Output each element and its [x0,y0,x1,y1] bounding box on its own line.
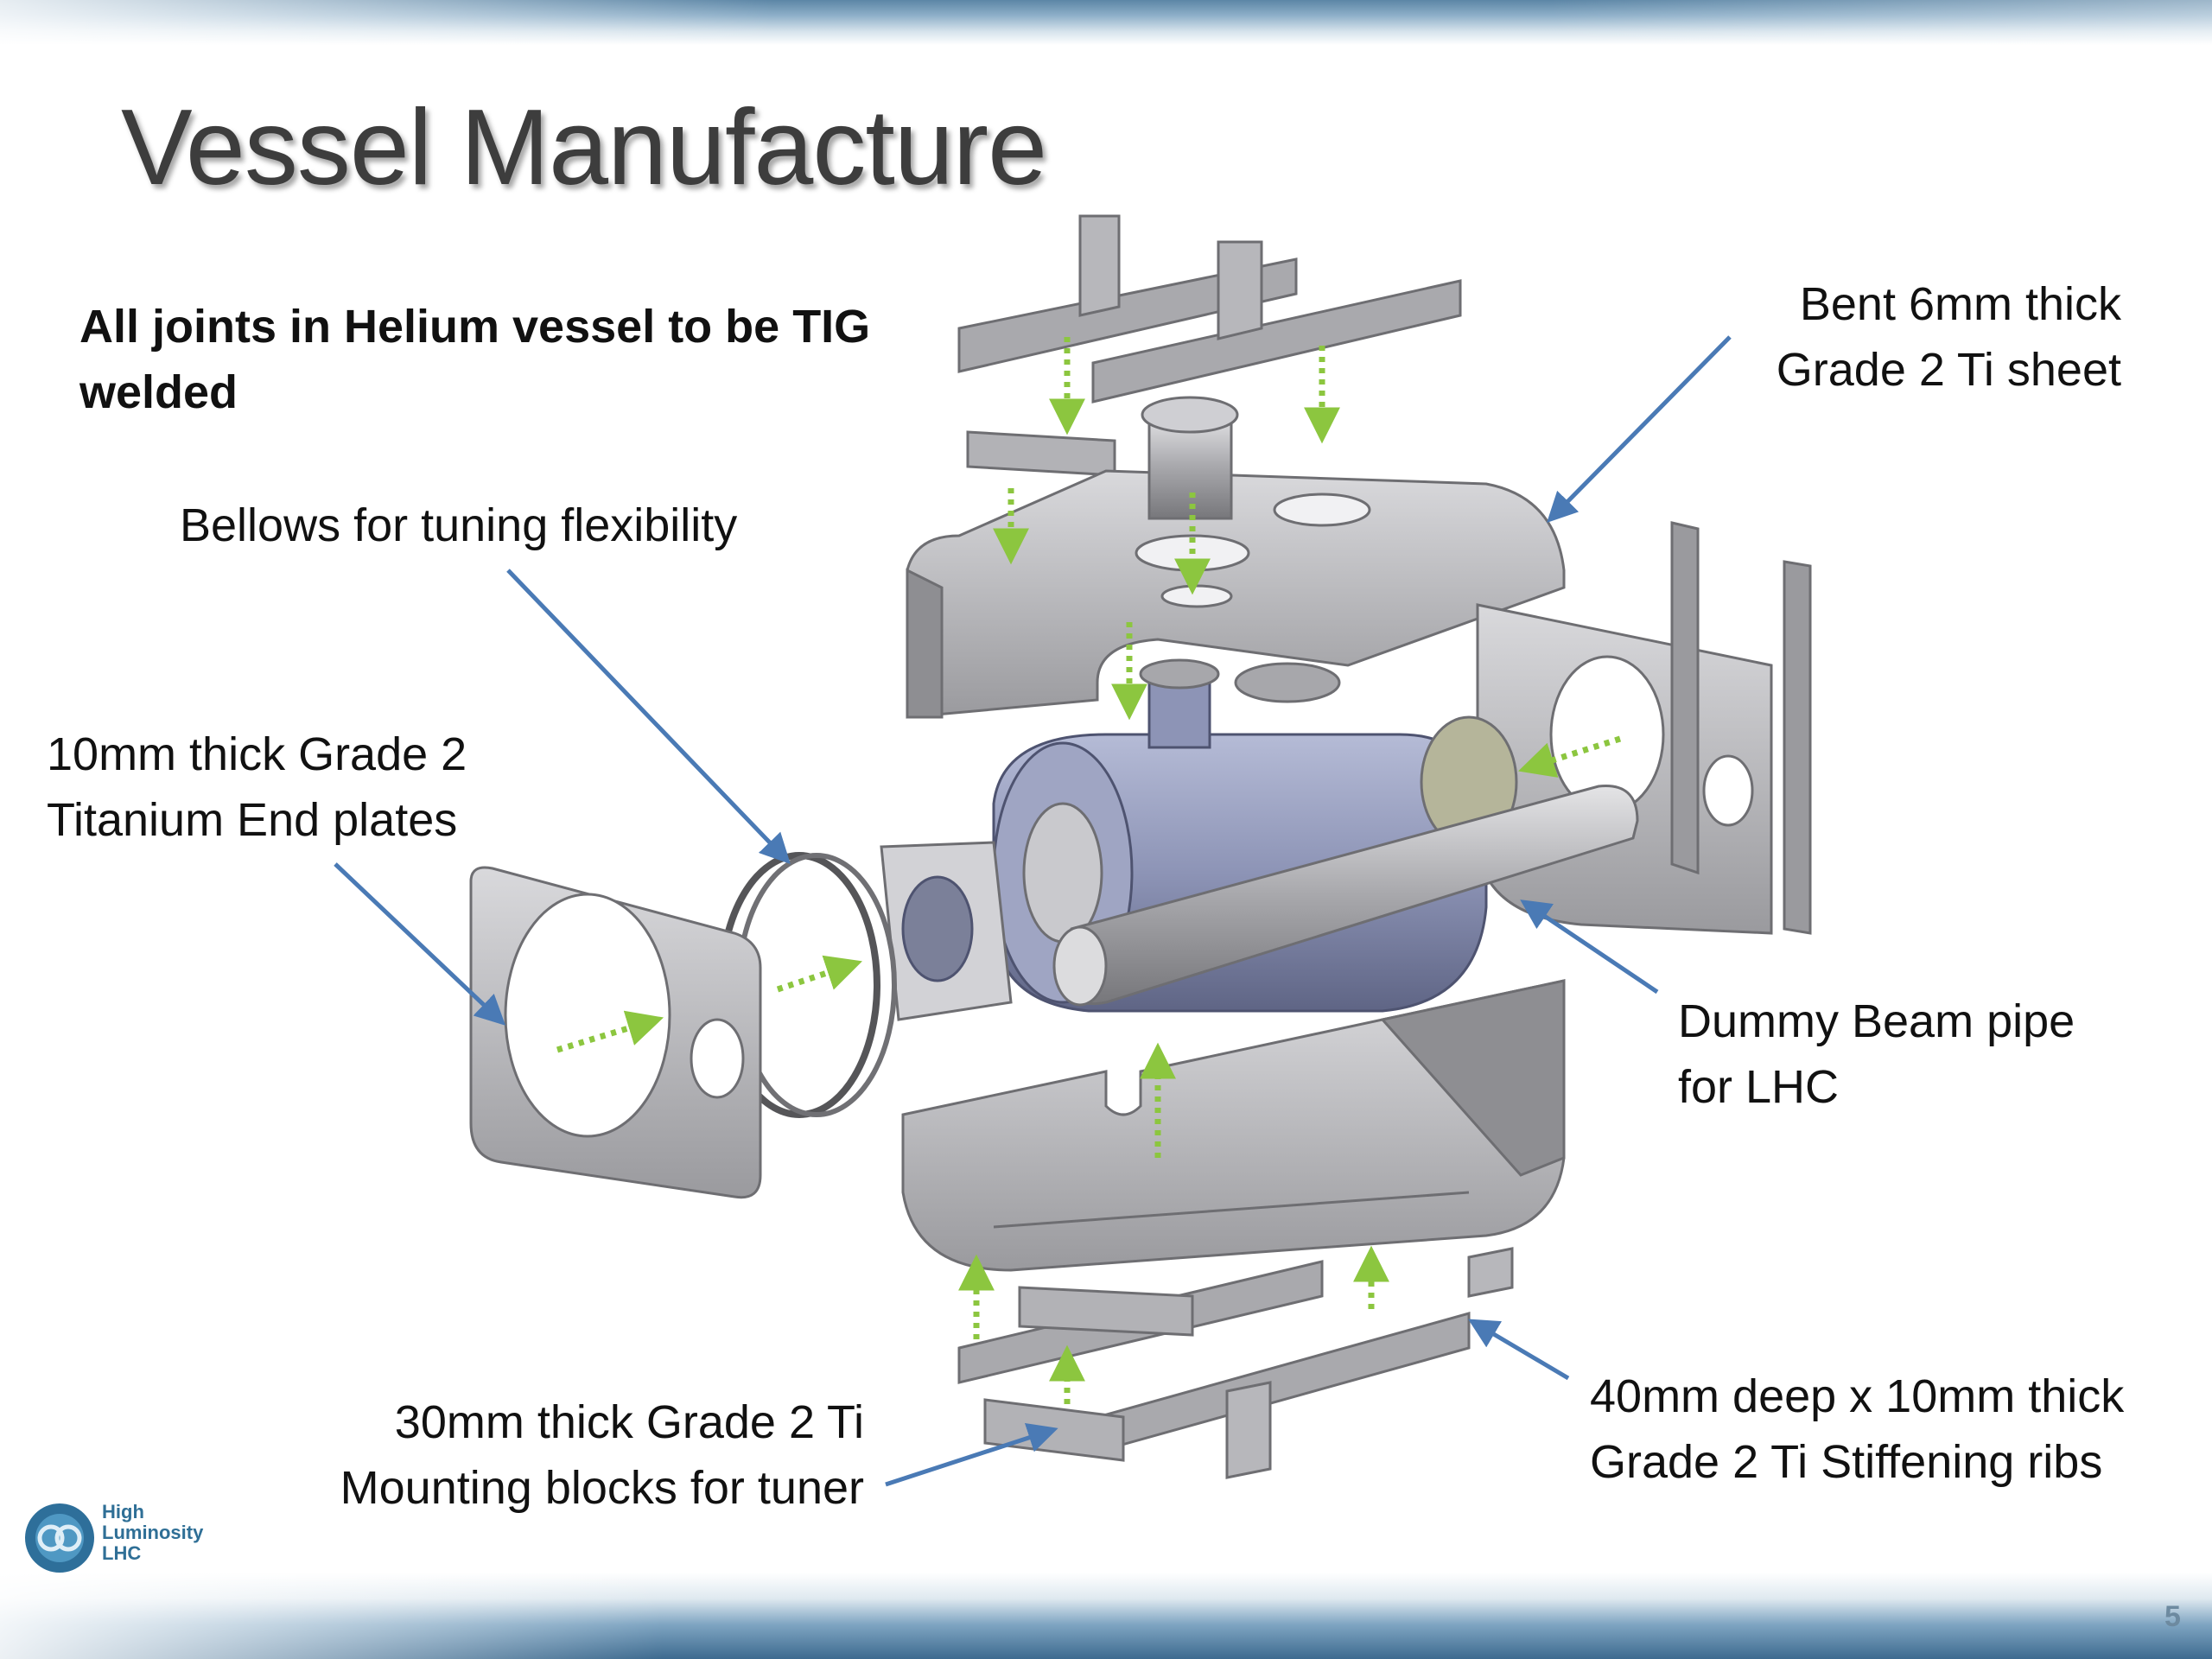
end-plates-callout-arrow [334,862,506,1026]
bellows-callout-arrow [506,569,791,865]
stiffening-ribs-callout: 40mm deep x 10mm thick Grade 2 Ti Stiffe… [1590,1370,2125,1488]
assembly-arrows [556,337,1622,1404]
logo-line-high: High [102,1501,144,1522]
beam-pipe-callout-arrow [1520,899,1659,995]
assembly-arrow [1517,735,1622,778]
bottom-half-shell [901,979,1566,1272]
blocks-callout-arrow [885,1423,1058,1487]
ti-sheet-callout: Bent 6mm thick Grade 2 Ti sheet [1776,278,2121,396]
top-decorative-band [0,0,2212,45]
ti-sheet-callout-arrow [1547,335,1732,523]
logo-line-luminosity: Luminosity [102,1522,204,1543]
bellows-callout: Bellows for tuning flexibility [180,499,738,551]
dummy-beam-pipe [1052,785,1639,1007]
beam-pipe-callout: Dummy Beam pipe for LHC [1678,995,2075,1113]
hl-lhc-logo [25,1503,94,1573]
top-half-shell [906,396,1566,719]
top-stiffening-ribs [957,214,1462,477]
logo-line-lhc: LHC [102,1542,142,1564]
bottom-decorative-band [0,1573,2212,1659]
callout-arrows [334,335,1732,1487]
slide-number: 5 [2164,1600,2181,1633]
slide-title: Vessel Manufacture [121,88,1047,207]
end-plates-callout: 10mm thick Grade 2 Titanium End plates [47,728,467,846]
welding-note: All joints in Helium vessel to be TIG we… [79,301,871,418]
assembly-arrow [776,955,862,993]
mounting-blocks-callout: 30mm thick Grade 2 Ti Mounting blocks fo… [340,1396,864,1514]
ribs-callout-arrow [1467,1319,1570,1381]
logo-wordmark: High Luminosity LHC [102,1502,203,1564]
